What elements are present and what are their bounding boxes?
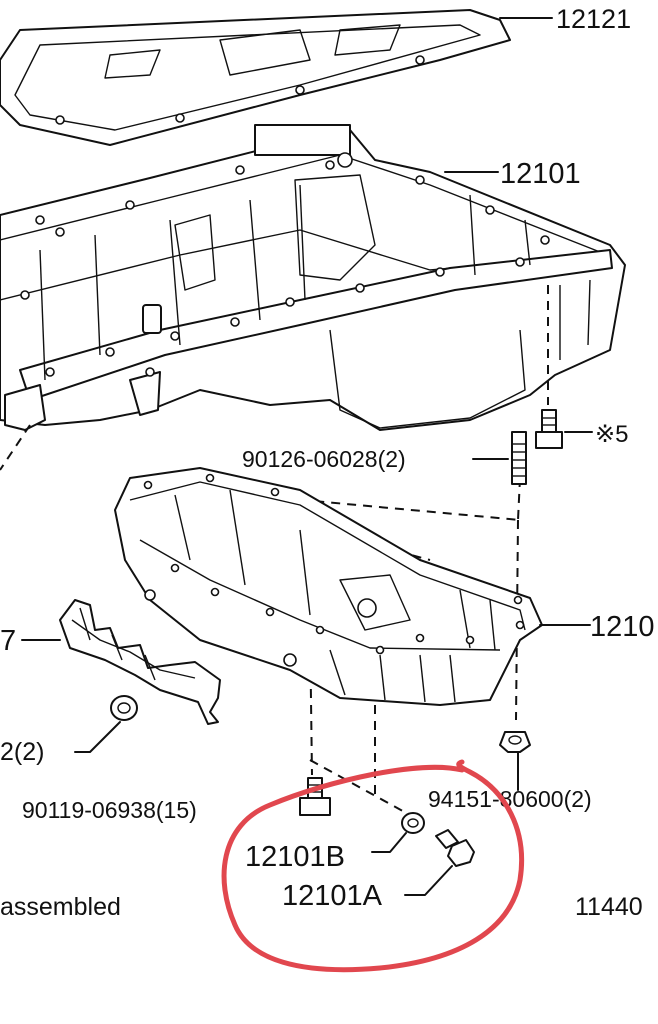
- label-11440: 11440: [575, 893, 643, 921]
- drain-gasket-12101B: [401, 812, 425, 834]
- label-assembled: assembled: [0, 893, 121, 921]
- label-grommet: 2(2): [0, 738, 44, 766]
- label-1210: 1210: [590, 611, 655, 643]
- drain-plug-12101A: [435, 829, 475, 867]
- leader-12101B: [371, 832, 407, 853]
- label-12101B: 12101B: [245, 841, 345, 873]
- label-bracket-7: 7: [0, 625, 16, 657]
- upper-oil-pan-12101: [0, 124, 626, 431]
- label-12121: 12121: [556, 4, 631, 34]
- grommet: [110, 695, 138, 721]
- label-90126-06028: 90126-06028(2): [242, 446, 406, 472]
- label-12101A: 12101A: [282, 880, 383, 912]
- bracket-7: [59, 599, 221, 725]
- stud-90126: [511, 431, 527, 485]
- nut-94151: [499, 731, 531, 753]
- gasket-12121: [0, 9, 511, 146]
- label-mark-5: ※5: [595, 421, 628, 448]
- label-12101: 12101: [500, 158, 581, 190]
- bolt-mark-5: [535, 409, 563, 449]
- lower-oil-pan: [114, 467, 543, 706]
- leader-grommet: [74, 721, 121, 753]
- label-90119-06938: 90119-06938(15): [22, 797, 197, 823]
- highlight-loop: [221, 759, 525, 973]
- leader-12101A: [404, 865, 453, 896]
